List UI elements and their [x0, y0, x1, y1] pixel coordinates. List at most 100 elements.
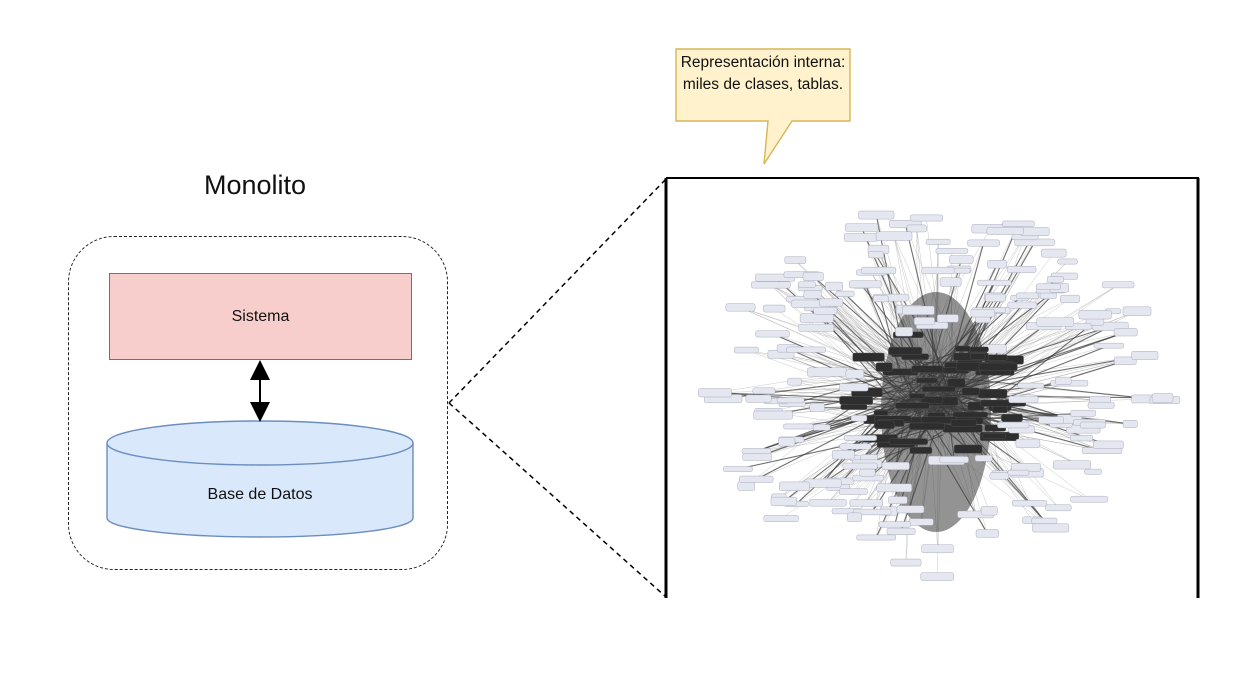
graph-node [925, 238, 951, 245]
graph-node [980, 506, 998, 516]
graph-node [1047, 276, 1064, 283]
graph-node [896, 505, 925, 514]
graph-node [798, 323, 835, 332]
graph-nodes [698, 210, 1181, 581]
graph-node [1070, 495, 1109, 503]
graph-node [970, 309, 995, 318]
graph-node [784, 256, 807, 264]
graph-node [916, 377, 938, 384]
graph-node [868, 251, 884, 259]
graph-node [849, 499, 883, 507]
graph-node [842, 462, 878, 470]
graph-node [875, 362, 893, 372]
graph-node [861, 266, 897, 275]
graph-node [1002, 220, 1035, 227]
graph-node [858, 210, 895, 220]
graph-node [888, 496, 908, 504]
graph-node [961, 387, 980, 396]
graph-node [783, 423, 814, 430]
graph-node [723, 466, 753, 472]
graph-node [734, 346, 759, 354]
graph-node [947, 378, 966, 388]
graph-node [844, 223, 879, 232]
graph-node [859, 468, 876, 477]
graph-node [921, 396, 944, 404]
graph-node [802, 272, 824, 281]
graph-node [1122, 420, 1138, 428]
graph-node [845, 369, 865, 379]
graph-node [875, 231, 913, 241]
graph-node [1101, 281, 1135, 289]
graph-node [950, 419, 977, 427]
graph-node [1008, 395, 1039, 404]
graph-node [876, 483, 912, 493]
graph-node [890, 558, 922, 567]
graph-node [809, 499, 847, 507]
graph-node [850, 415, 868, 422]
graph-node [935, 248, 969, 254]
dependency-graph-image [666, 177, 1199, 598]
graph-node [809, 402, 825, 412]
graph-node [909, 422, 945, 430]
graph-node [755, 330, 790, 338]
system-box: Sistema [109, 273, 412, 360]
graph-node [1001, 413, 1023, 422]
graph-node [881, 462, 910, 470]
graph-node [825, 281, 843, 291]
graph-node [911, 365, 943, 373]
graph-node [1015, 438, 1041, 449]
graph-node [986, 226, 1024, 235]
graph-node [989, 472, 1010, 480]
graph-node [895, 327, 913, 337]
graph-node [698, 388, 732, 398]
graph-node [874, 420, 895, 429]
graph-node [902, 305, 935, 315]
graph-node [835, 290, 855, 297]
graph-node [813, 307, 838, 315]
graph-node [1079, 421, 1106, 429]
graph-node [1060, 294, 1080, 303]
graph-node [776, 397, 805, 404]
graph-node [770, 496, 797, 506]
graph-node [1041, 248, 1067, 258]
graph-node [1053, 460, 1091, 470]
graph-node [1045, 504, 1072, 512]
graph-node [1007, 301, 1038, 309]
graph-node [978, 362, 1018, 371]
callout-text: Representación interna: miles de clases,… [680, 54, 846, 93]
graph-node [888, 438, 928, 445]
graph-node [873, 295, 889, 303]
graph-node [985, 293, 1006, 302]
graph-node [1078, 310, 1112, 320]
graph-node [949, 255, 974, 264]
graph-node [1084, 468, 1102, 475]
graph-node [847, 512, 862, 522]
graph-node [853, 508, 892, 516]
graph-node [839, 443, 872, 450]
graph-node [939, 456, 969, 464]
graph-node [1032, 523, 1070, 533]
graph-node [1131, 351, 1159, 360]
graph-node [977, 279, 1012, 286]
monolith-title: Monolito [203, 170, 307, 200]
graph-node [939, 277, 962, 287]
graph-node [967, 239, 1000, 247]
graph-node [895, 402, 930, 410]
dependency-graph-icon [698, 210, 1181, 581]
monolith-container [68, 236, 448, 570]
graph-node [921, 266, 955, 275]
graph-node [1151, 393, 1174, 403]
graph-node [753, 410, 793, 420]
graph-node [1007, 266, 1037, 273]
graph-node [987, 260, 1007, 269]
graph-node [751, 281, 791, 289]
graph-node [1113, 328, 1138, 337]
graph-node [1114, 356, 1137, 365]
graph-node [832, 450, 855, 460]
graph-node [1036, 317, 1075, 327]
database-cylinder [106, 420, 414, 538]
graph-node [762, 304, 786, 313]
graph-node [969, 353, 986, 360]
graph-node [803, 290, 822, 299]
graph-node [886, 527, 916, 535]
